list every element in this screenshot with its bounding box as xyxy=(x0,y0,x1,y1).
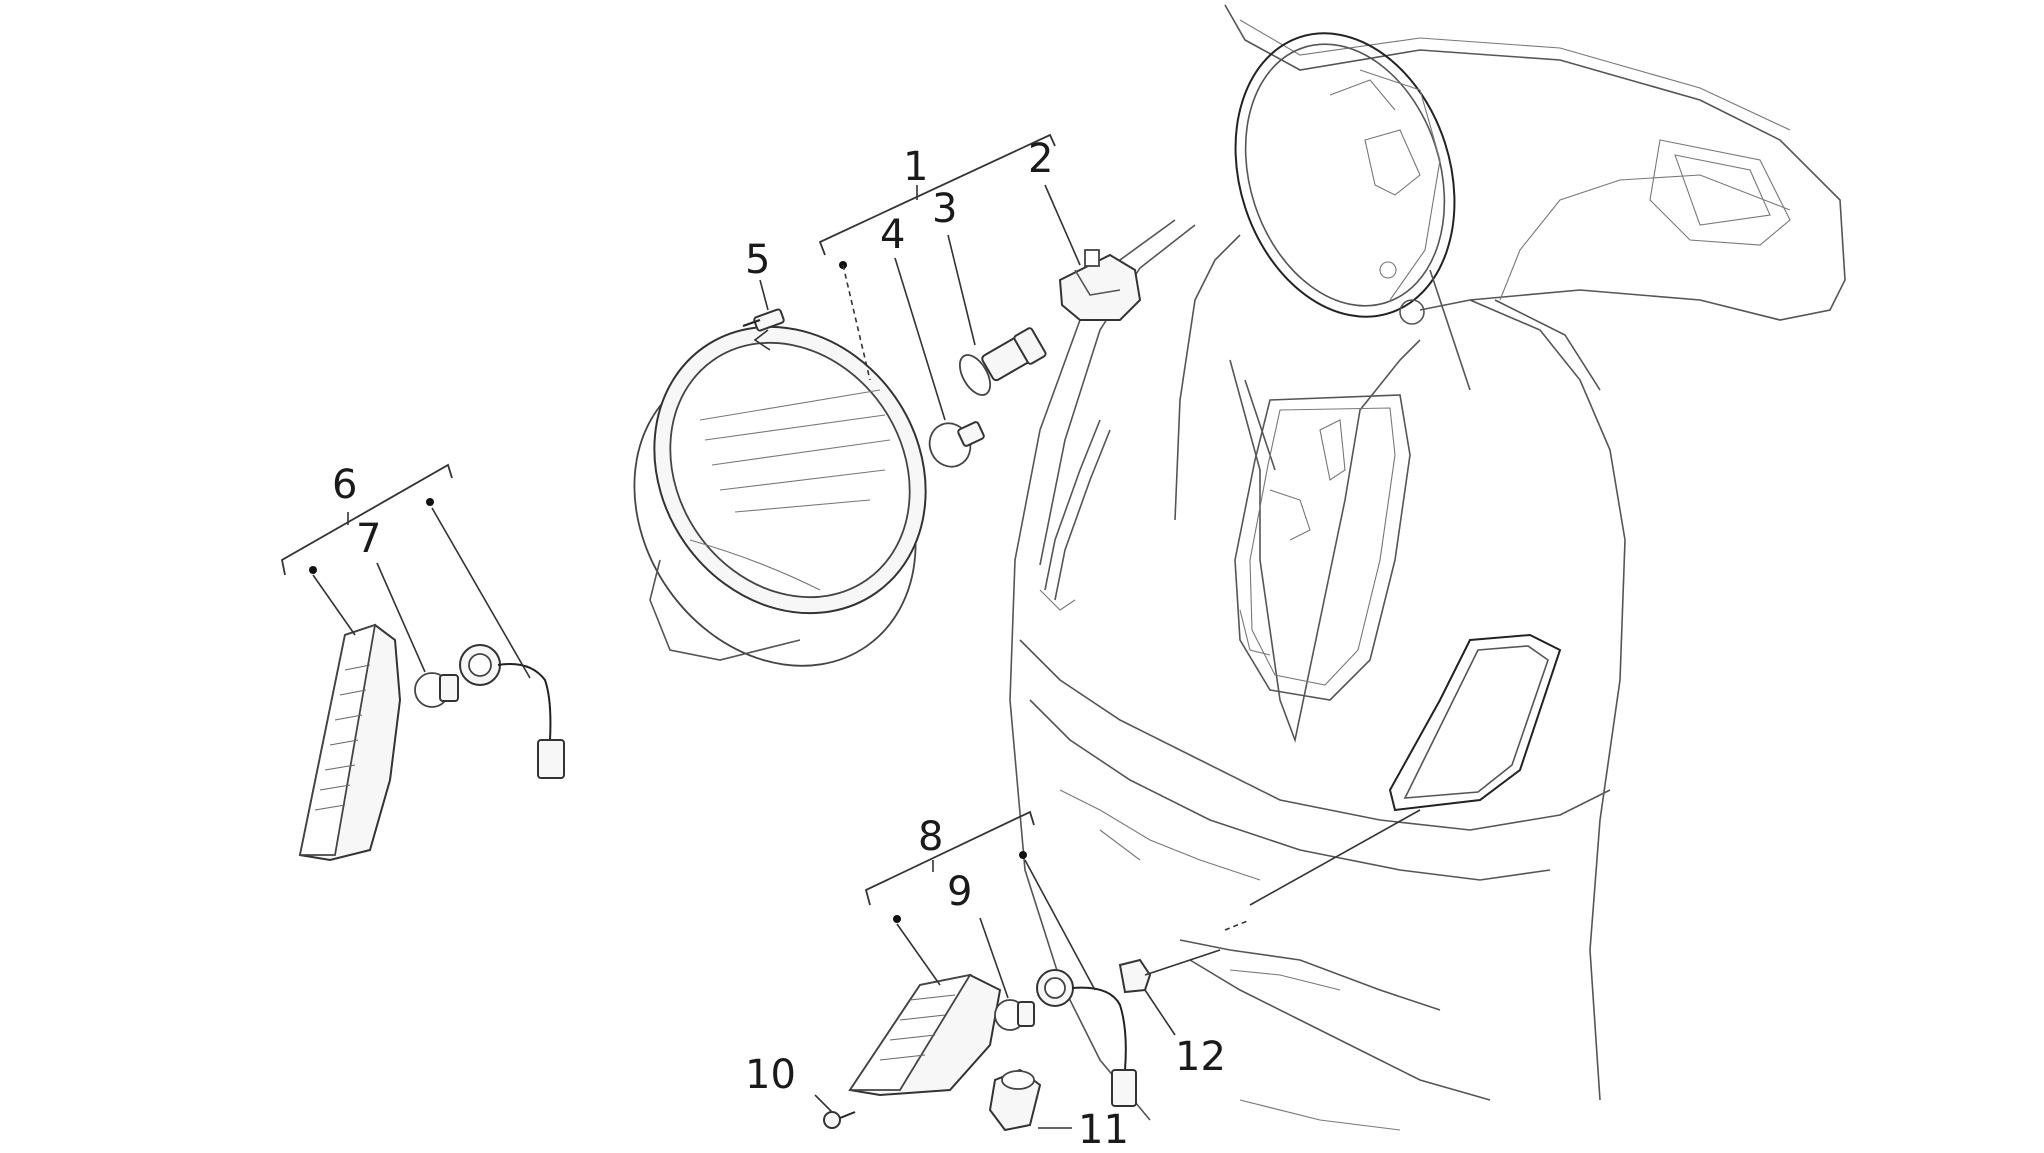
indicator-lens-front xyxy=(848,973,1002,1097)
scooter-front-body xyxy=(1009,4,1846,1131)
left-indicator-assembly xyxy=(298,623,565,862)
callout-2: 2 xyxy=(1028,136,1053,182)
headlight-assembly xyxy=(633,249,1142,667)
callout-6: 6 xyxy=(332,462,357,508)
bulb-socket-2 xyxy=(1058,249,1142,321)
socket-wire-left xyxy=(459,644,565,779)
callout-8: 8 xyxy=(918,814,943,860)
callout-11: 11 xyxy=(1078,1107,1129,1153)
screw-10 xyxy=(823,1111,856,1129)
bulb-7 xyxy=(414,672,459,708)
headlight-rim xyxy=(633,325,927,667)
clip-12 xyxy=(1118,958,1152,994)
callout-4: 4 xyxy=(880,212,905,258)
front-indicator-assembly xyxy=(823,958,1152,1132)
callout-12: 12 xyxy=(1175,1034,1226,1080)
bulb-4 xyxy=(928,421,985,468)
callout-3: 3 xyxy=(932,186,957,232)
grommet-11 xyxy=(988,1068,1042,1132)
callout-5: 5 xyxy=(745,237,770,283)
socket-wire-front xyxy=(1036,969,1137,1107)
halogen-bulb-3 xyxy=(958,327,1047,396)
callout-1: 1 xyxy=(903,144,928,190)
screw-5 xyxy=(742,308,785,332)
indicator-lens-left xyxy=(298,623,402,862)
callout-7: 7 xyxy=(356,516,381,562)
callout-10: 10 xyxy=(745,1052,796,1098)
callout-9: 9 xyxy=(947,869,972,915)
bulb-9 xyxy=(994,999,1035,1031)
callout-guides xyxy=(280,133,1421,1129)
callout-labels: 1 2 3 4 5 6 7 8 9 10 11 12 xyxy=(332,136,1226,1153)
